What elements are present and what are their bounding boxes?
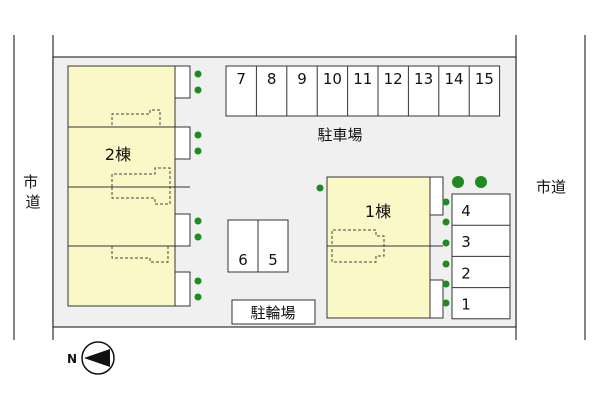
stair-outline [111,246,169,263]
parking-space-number: 12 [384,70,403,88]
stair-outline [331,229,385,263]
building-1-body [326,176,431,319]
parking-space-number: 15 [475,70,494,88]
balcony [174,126,191,160]
tree [442,239,450,247]
tree [194,293,202,301]
parking-space-number: 13 [414,70,433,88]
tree [442,198,450,206]
parking-space-number: 2 [461,264,471,282]
tree [194,217,202,225]
tree [194,277,202,285]
tree [194,147,202,155]
tree [442,260,450,268]
building-2-label: 2棟 [105,145,131,164]
parking-bike-label: 駐輪場 [250,304,295,322]
parking-space-number: 6 [238,251,248,269]
balcony [429,176,444,216]
parking-space-number: 11 [353,70,372,88]
building-1-label: 1棟 [365,202,391,221]
parking-space-number: 9 [297,70,307,88]
balcony [174,213,191,247]
stair-outline [111,109,161,125]
parking-space-number: 7 [236,70,246,88]
north-label: N [67,352,77,366]
parking-row-right: 4 3 2 1 [451,193,511,320]
tree [194,86,202,94]
building-2-body [67,65,176,307]
road-right-label: 市道 [536,178,566,196]
tree [442,218,450,226]
balcony [174,271,191,307]
tree-large [475,176,487,188]
tree [316,184,324,192]
parking-car-label: 駐車場 [317,126,362,144]
bike-parking [231,299,316,325]
tree-large [452,176,464,188]
parking-space-number: 14 [444,70,463,88]
tree [194,131,202,139]
parking-row-top-frame [225,65,501,117]
balcony [429,279,444,319]
stair-outline [111,167,171,205]
tree [442,299,450,307]
road-left-label: 市 道 [23,173,43,211]
tree [442,280,450,288]
trees [194,70,487,307]
parking-space-number: 4 [461,202,471,220]
building-2 [67,65,191,307]
parking-space-number: 8 [267,70,277,88]
parking-space-number: 1 [461,296,471,314]
parking-space-number: 10 [323,70,342,88]
balcony [174,65,191,99]
north-arrow-icon: N [67,341,115,375]
parking-row-top: 7 8 9 10 11 12 13 14 15 [225,65,501,117]
tree [194,70,202,78]
tree [194,233,202,241]
parking-space-number: 5 [268,251,278,269]
parking-space-number: 3 [461,233,471,251]
building-1 [326,176,444,319]
